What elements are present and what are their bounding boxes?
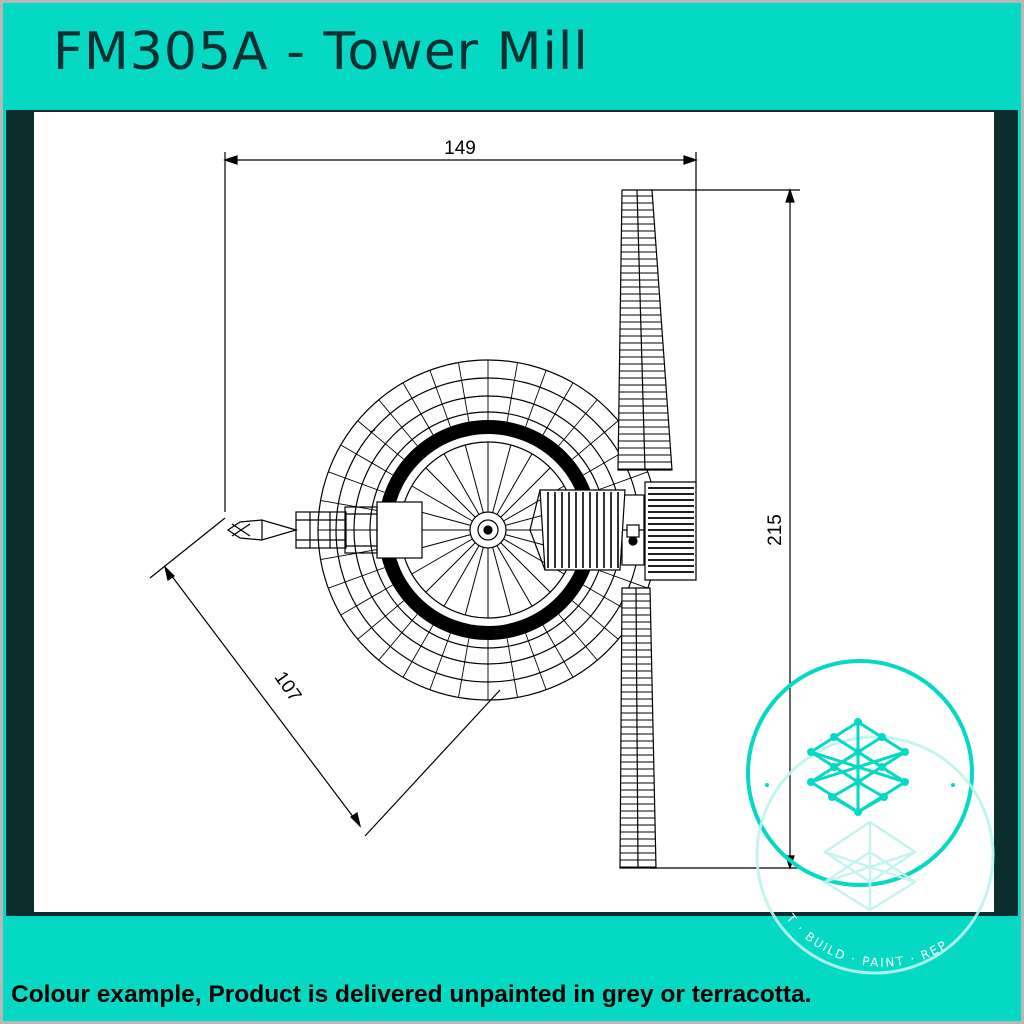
page-frame: FM305A - Tower Mill 149	[3, 3, 1021, 1021]
dimension-diagonal-label: 107	[270, 668, 305, 706]
windshaft	[588, 494, 645, 566]
sail-upper	[617, 189, 673, 471]
cap-ribs	[318, 360, 658, 700]
sail-stocks-right	[644, 481, 697, 581]
sail-stocks-left	[529, 489, 626, 571]
dimension-width: 149	[223, 138, 698, 512]
dimension-height-label: 215	[765, 514, 786, 546]
dimension-diagonal: 107	[149, 429, 501, 837]
footer-note: Colour example, Product is delivered unp…	[11, 981, 812, 1008]
sail-lower	[619, 587, 657, 869]
page-title: FM305A - Tower Mill	[53, 22, 589, 82]
dimension-width-label: 149	[444, 138, 476, 159]
fantail	[226, 501, 423, 559]
technical-drawing: 149 215 107	[34, 112, 994, 912]
